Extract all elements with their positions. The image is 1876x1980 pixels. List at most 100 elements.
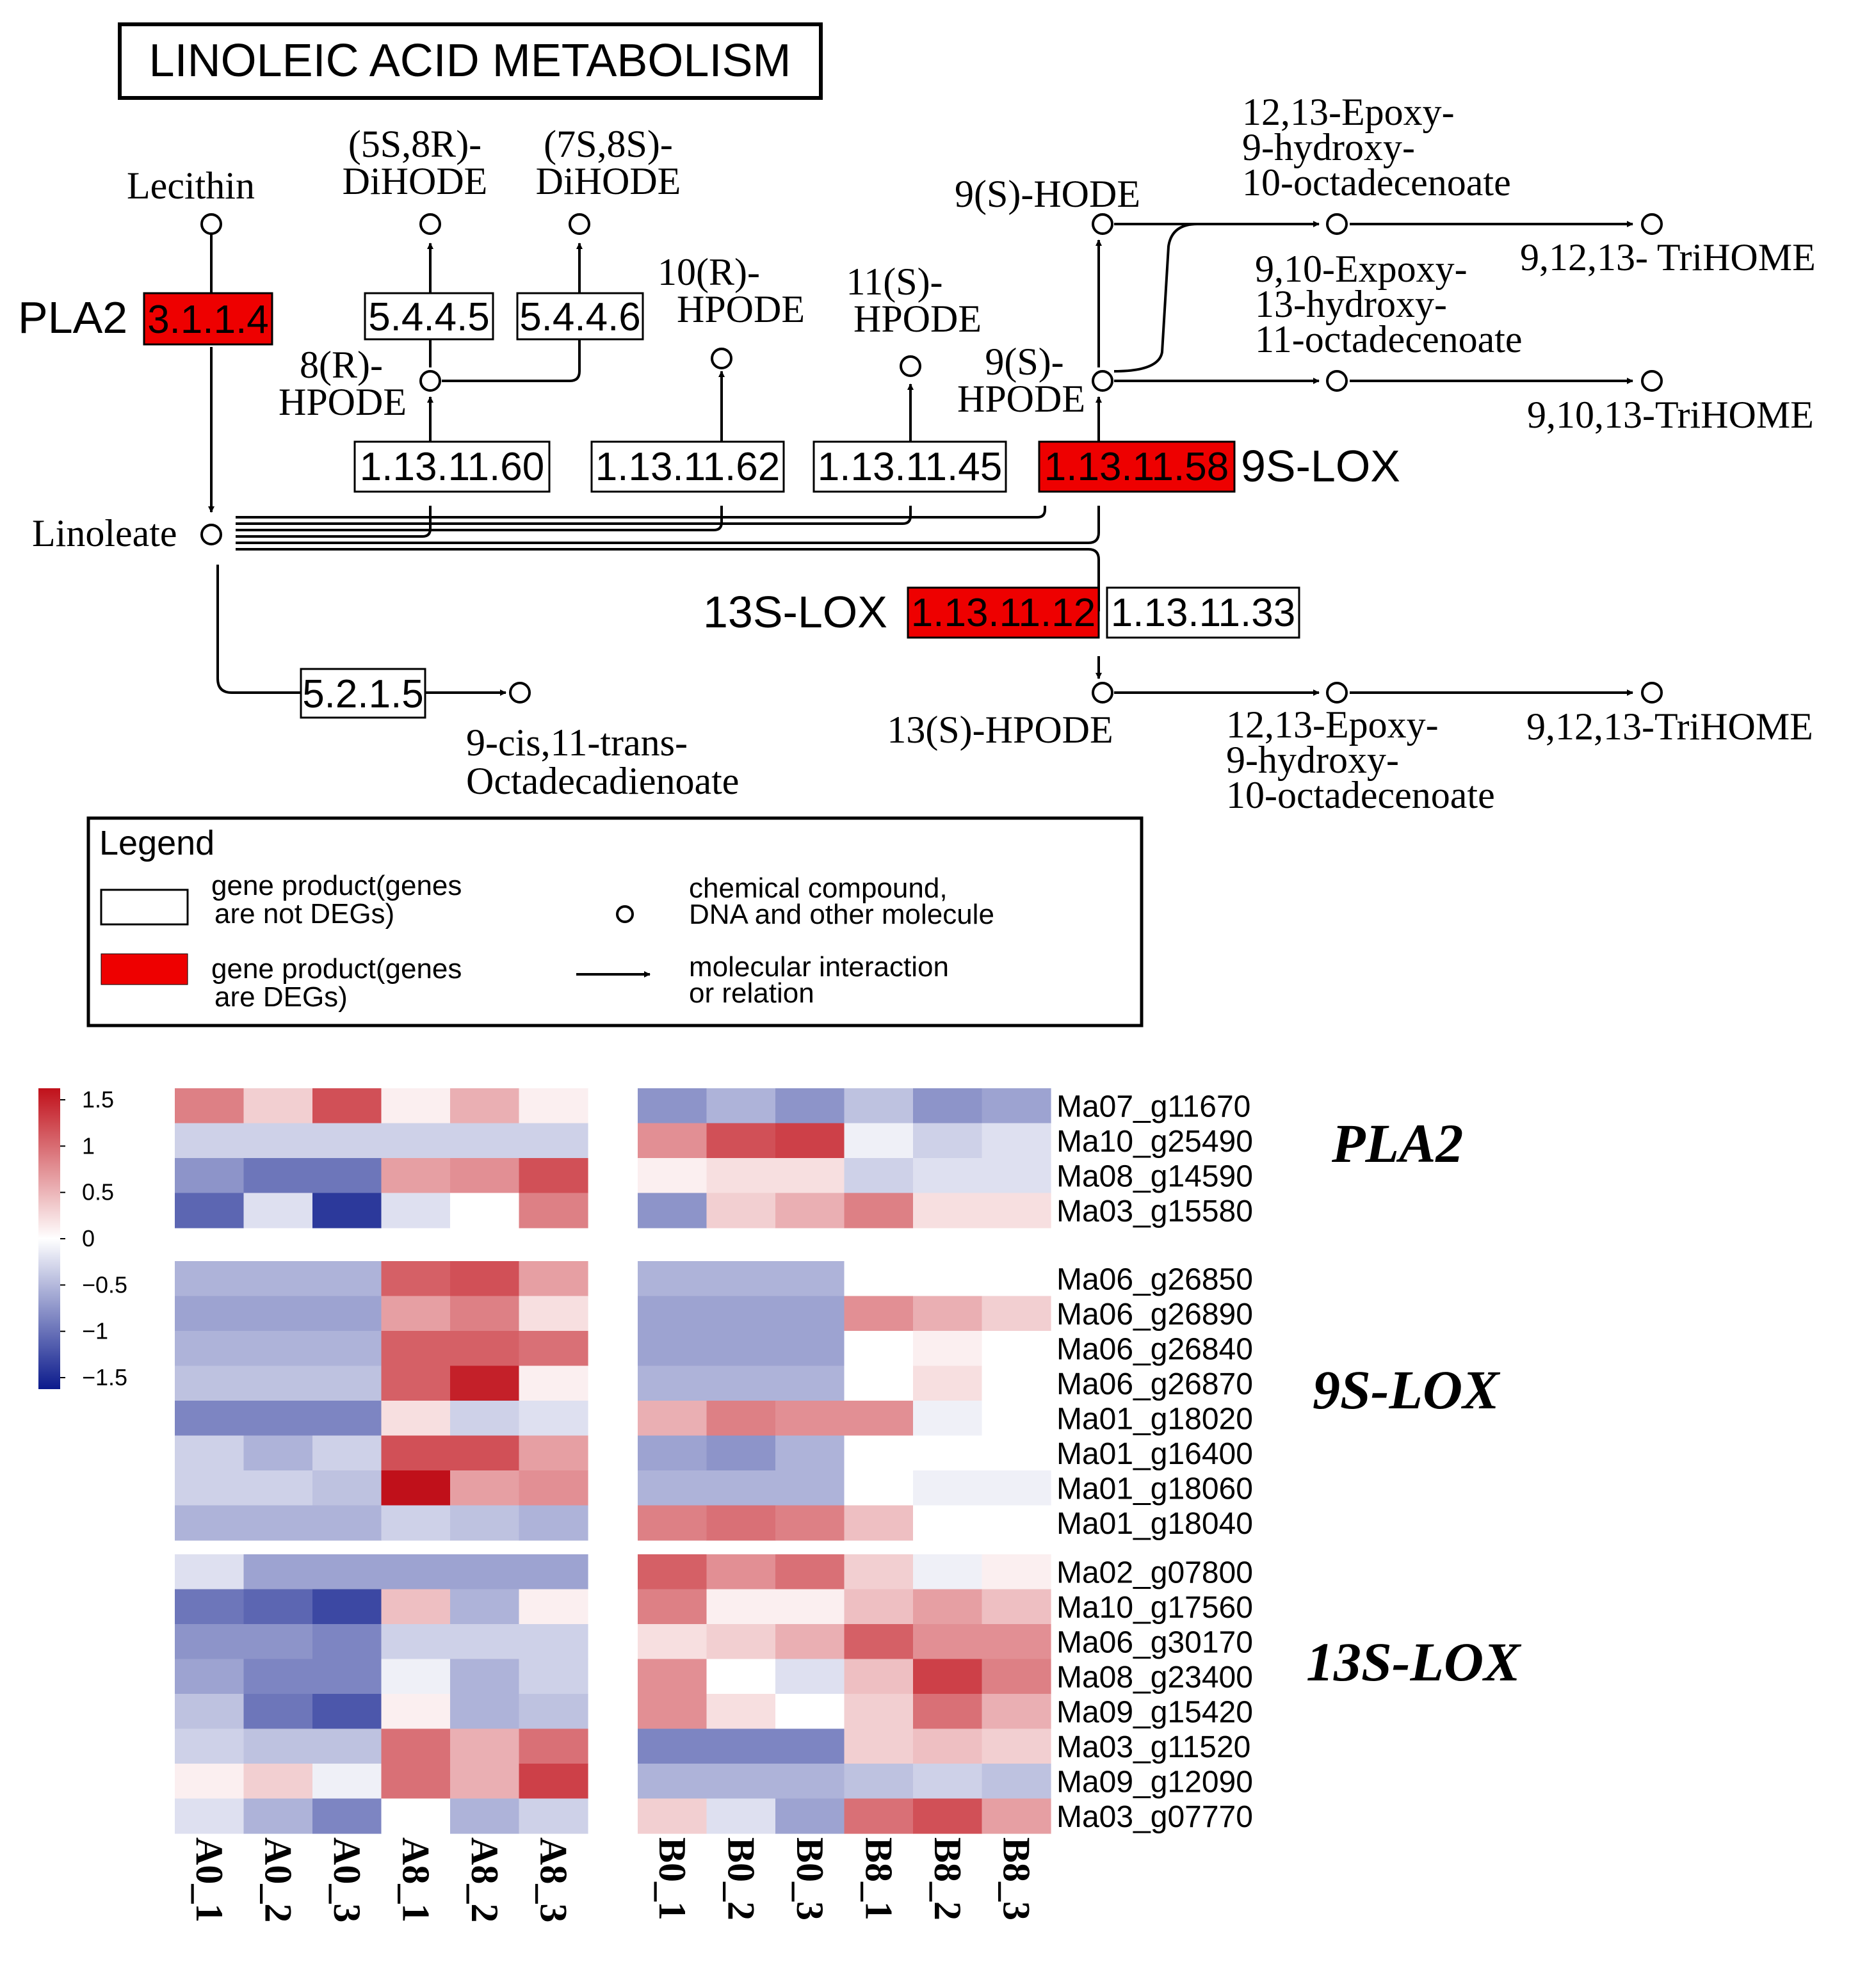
compound-label: 9-hydroxy- xyxy=(1242,126,1415,168)
heatmap-cell xyxy=(175,1554,245,1590)
heatmap-column-label: A0_1 xyxy=(188,1837,230,1922)
heatmap-cell xyxy=(175,1728,245,1764)
heatmap-cell xyxy=(775,1158,845,1194)
heatmap-group-label: 9S-LOX xyxy=(1313,1359,1501,1421)
heatmap-cell xyxy=(519,1365,588,1401)
heatmap-cell xyxy=(913,1505,983,1541)
heatmap-group-label: 13S-LOX xyxy=(1306,1631,1522,1693)
enzyme-label: 1.13.11.60 xyxy=(360,445,544,489)
heatmap-cell xyxy=(243,1158,313,1194)
heatmap-cell xyxy=(706,1728,776,1764)
heatmap-cell xyxy=(450,1505,520,1541)
compound-label: 9(S)-HODE xyxy=(955,173,1140,215)
heatmap-cell xyxy=(312,1694,382,1730)
heatmap-row-label: Ma09_g12090 xyxy=(1056,1765,1253,1799)
gene-label-13s-lox: 13S-LOX xyxy=(703,587,887,637)
legend-box xyxy=(86,816,1144,1027)
heatmap-cell xyxy=(706,1764,776,1799)
heatmap-row-label: Ma08_g14590 xyxy=(1056,1159,1253,1193)
compound-label: 9(S)- xyxy=(985,341,1063,383)
heatmap-cell xyxy=(844,1764,914,1799)
heatmap-cell xyxy=(243,1694,313,1730)
compound-node-dihode-5s8r xyxy=(419,213,441,235)
heatmap-cell xyxy=(775,1331,845,1367)
heatmap-row-label: Ma08_g23400 xyxy=(1056,1661,1253,1694)
heatmap-cell xyxy=(312,1401,382,1437)
compound-node-octadecadienoate xyxy=(509,682,531,704)
compound-label: 10-octadecenoate xyxy=(1242,161,1511,204)
heatmap-cell xyxy=(706,1296,776,1332)
heatmap-cell xyxy=(243,1470,313,1506)
compound-node-hode-9s xyxy=(1092,213,1113,235)
heatmap-cell xyxy=(913,1123,983,1159)
heatmap-cell xyxy=(381,1365,451,1401)
heatmap-column-label: B8_3 xyxy=(995,1837,1037,1920)
heatmap-cell xyxy=(982,1331,1051,1367)
heatmap-row-label: Ma03_g11520 xyxy=(1056,1730,1250,1764)
heatmap-cell xyxy=(312,1728,382,1764)
color-scale-tick-label: −1 xyxy=(82,1318,108,1344)
heatmap-cell xyxy=(982,1798,1051,1834)
heatmap-cell xyxy=(381,1296,451,1332)
heatmap-cell xyxy=(243,1764,313,1799)
heatmap-cell xyxy=(450,1331,520,1367)
color-scale-tick-label: 1 xyxy=(82,1132,95,1159)
heatmap-cell xyxy=(243,1401,313,1437)
heatmap-row-label: Ma01_g18060 xyxy=(1056,1472,1253,1506)
compound-nodes xyxy=(200,213,1663,704)
heatmap-cell xyxy=(638,1296,708,1332)
heatmap-cell xyxy=(450,1261,520,1297)
heatmap-cell xyxy=(913,1624,983,1660)
legend-title: Legend xyxy=(99,824,214,862)
heatmap-cell xyxy=(982,1193,1051,1228)
heatmap-cell xyxy=(638,1798,708,1834)
heatmap-cell xyxy=(844,1435,914,1471)
compound-label: 11-octadecenoate xyxy=(1255,318,1523,360)
heatmap-cell xyxy=(312,1088,382,1124)
heatmap-cell xyxy=(638,1694,708,1730)
heatmap-cell xyxy=(638,1764,708,1799)
heatmap-cell xyxy=(450,1088,520,1124)
color-scale: 1.510.50−0.5−1−1.5 xyxy=(38,1086,127,1390)
heatmap-cell xyxy=(519,1694,588,1730)
heatmap-cell xyxy=(982,1624,1051,1660)
heatmap-cell xyxy=(638,1193,708,1228)
heatmap-cell xyxy=(519,1554,588,1590)
compound-node-hpode-10r xyxy=(711,348,732,369)
heatmap-cell xyxy=(775,1694,845,1730)
heatmap-cell xyxy=(175,1401,245,1437)
compound-label: Lecithin xyxy=(127,165,255,207)
heatmap-cell xyxy=(243,1261,313,1297)
compound-node-linoleate xyxy=(200,524,222,545)
heatmap-cell xyxy=(175,1261,245,1297)
heatmap-row-label: Ma10_g25490 xyxy=(1056,1125,1253,1159)
compound-label: (7S,8S)- xyxy=(544,123,673,165)
heatmap-cell xyxy=(638,1435,708,1471)
heatmap-cell xyxy=(913,1158,983,1194)
enzyme-label: 1.13.11.12 xyxy=(911,591,1096,635)
heatmap-column-label: A8_2 xyxy=(464,1837,506,1922)
heatmap-cell xyxy=(638,1505,708,1541)
heatmap-cell xyxy=(913,1694,983,1730)
compound-label: HPODE xyxy=(853,298,982,340)
heatmap-cell xyxy=(844,1798,914,1834)
heatmap-cell xyxy=(775,1365,845,1401)
compound-node-epoxy-12-13-bottom xyxy=(1326,682,1348,704)
compound-label: DiHODE xyxy=(536,160,681,202)
heatmap-cell xyxy=(638,1261,708,1297)
heatmap-row-label: Ma06_g26890 xyxy=(1056,1298,1253,1332)
heatmap-cell xyxy=(450,1193,520,1228)
heatmap-cell xyxy=(519,1728,588,1764)
heatmap-cell xyxy=(775,1401,845,1437)
compound-label: 13(S)-HPODE xyxy=(887,709,1113,751)
heatmap-row-label: Ma03_g07770 xyxy=(1056,1800,1253,1834)
heatmap-cell xyxy=(844,1158,914,1194)
heatmap-cell xyxy=(844,1624,914,1660)
color-scale-ticks: 1.510.50−0.5−1−1.5 xyxy=(60,1086,127,1390)
heatmap-cell xyxy=(706,1193,776,1228)
heatmap-cell xyxy=(243,1296,313,1332)
heatmap-cell xyxy=(638,1123,708,1159)
heatmap-row-label: Ma02_g07800 xyxy=(1056,1556,1253,1590)
heatmap-cell xyxy=(243,1123,313,1159)
